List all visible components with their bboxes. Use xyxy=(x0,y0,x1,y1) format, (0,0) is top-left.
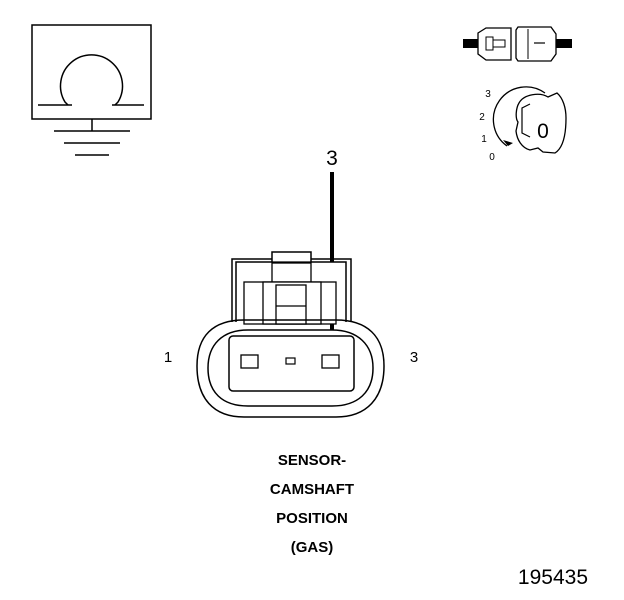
connector-caption: SENSOR- CAMSHAFT POSITION (GAS) xyxy=(200,446,424,562)
caption-line-1: SENSOR- xyxy=(277,452,347,469)
ignition-position-0: 0 xyxy=(489,152,495,163)
document-number: 195435 xyxy=(517,566,588,589)
terminal-2-cavity xyxy=(285,357,296,365)
disconnected-connector-icon xyxy=(463,26,572,62)
terminal-1-label: 1 xyxy=(164,349,172,366)
probe-terminal-label: 3 xyxy=(326,147,338,170)
connector-face: 1 3 xyxy=(164,251,418,418)
terminal-3-cavity xyxy=(321,354,340,369)
ignition-position-2: 2 xyxy=(479,112,485,123)
ignition-key-position: 0 xyxy=(537,120,549,143)
caption-line-3: POSITION xyxy=(276,510,348,527)
terminal-1-cavity xyxy=(240,354,259,369)
probe-arrow: 3 xyxy=(324,147,340,361)
caption-line-4: (GAS) xyxy=(290,539,334,556)
ignition-key-icon: 0 3 2 1 0 xyxy=(479,86,567,163)
ohmmeter-icon xyxy=(31,24,152,120)
terminal-3-label: 3 xyxy=(410,349,418,366)
ignition-position-3: 3 xyxy=(485,89,491,100)
ground-icon xyxy=(54,119,130,156)
caption-line-2: CAMSHAFT xyxy=(269,481,355,498)
ignition-position-1: 1 xyxy=(481,134,487,145)
